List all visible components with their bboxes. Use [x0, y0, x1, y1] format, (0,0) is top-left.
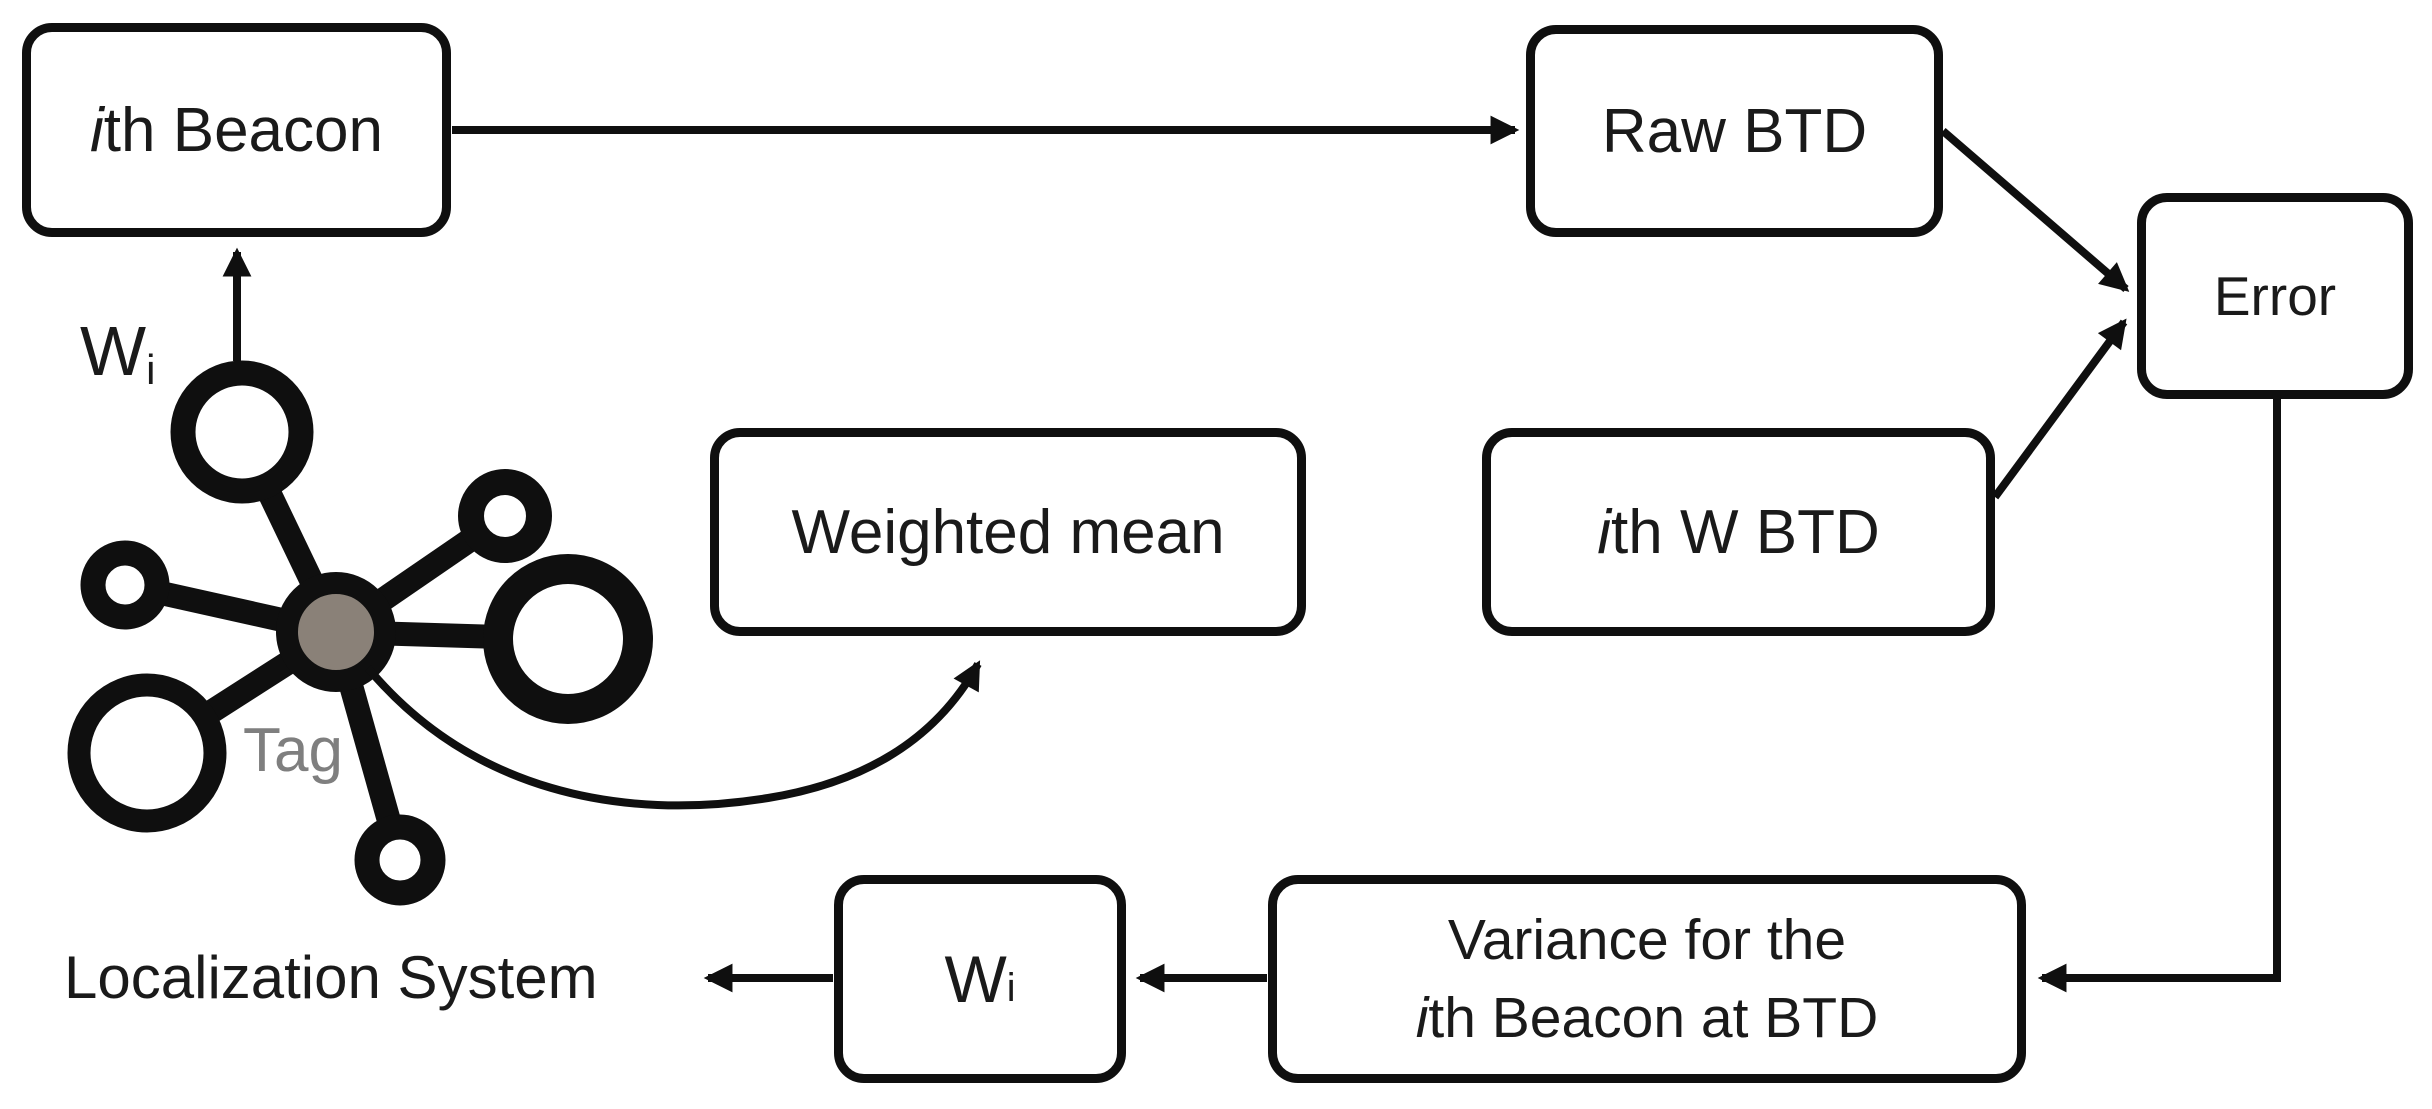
node-variance: Variance for the ith Beacon at BTD [1268, 875, 2026, 1083]
node-label-italic: i [1415, 986, 1429, 1050]
node-label-italic: i [1597, 497, 1612, 567]
localization-system-label: Localization System [64, 944, 598, 1011]
tag-network [67, 360, 653, 906]
arrow-tag-to-weighted-mean [364, 660, 982, 810]
beacon-circle-lower-left [67, 673, 227, 833]
node-label-line2: ith Beacon at BTD [1415, 986, 1879, 1050]
diagram-arrows [222, 115, 2281, 993]
beacon-circle-right [483, 554, 653, 724]
node-label: th W BTD [1611, 497, 1880, 567]
beacon-circle-upper-right [458, 469, 552, 563]
arrow-raw-btd-to-error [1940, 127, 2130, 293]
node-raw-btd: Raw BTD [1526, 25, 1943, 237]
node-label: Raw BTD [1601, 96, 1868, 166]
node-label: th Beacon [103, 95, 383, 165]
arrow-error-to-variance [2037, 399, 2281, 993]
node-error: Error [2137, 193, 2413, 399]
weight-wi-subscript: i [146, 346, 156, 394]
node-label: Error [2213, 265, 2337, 327]
node-label: W [944, 942, 1007, 1016]
node-weighted-mean: Weighted mean [710, 428, 1306, 636]
beacon-circle-left [80, 540, 170, 630]
weight-wi-label: Wi [80, 312, 156, 394]
node-label: Weighted mean [791, 497, 1225, 567]
node-label-italic: i [90, 95, 104, 165]
tag-center-node [276, 572, 396, 692]
beacon-circle-bottom [354, 814, 446, 906]
node-label-line1: Variance for the [1447, 908, 1847, 972]
arrow-ith-w-btd-to-error [1991, 318, 2128, 500]
beacon-circle-top [170, 360, 314, 504]
tag-label: Tag [243, 716, 343, 785]
